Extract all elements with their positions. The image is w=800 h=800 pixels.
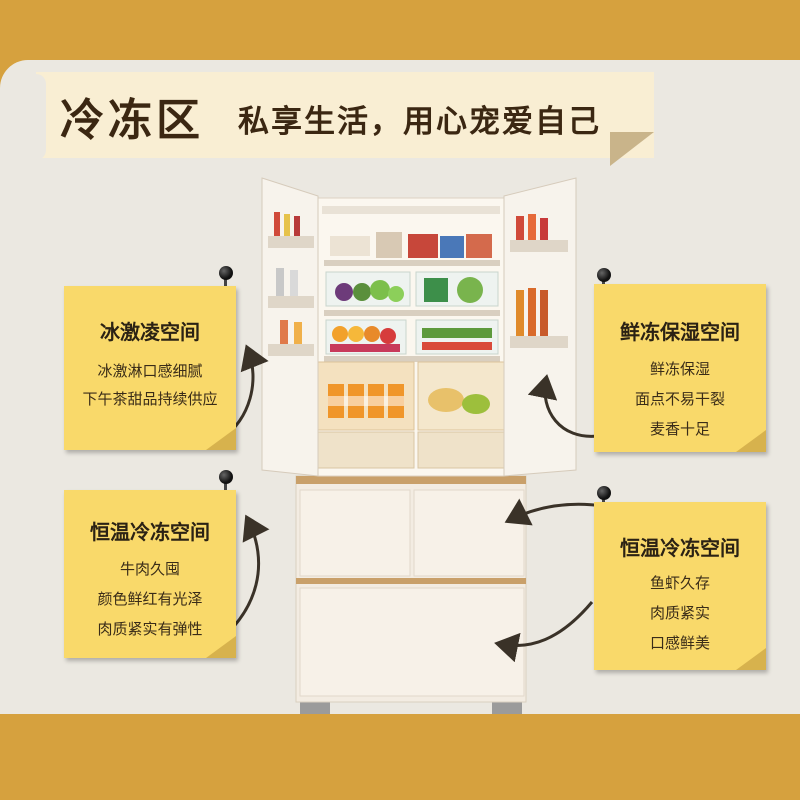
freezer-drawer-right	[413, 489, 525, 577]
juice-bottles	[328, 384, 404, 418]
fridge-foot-right	[492, 700, 522, 714]
note-line: 麦香十足	[649, 420, 710, 438]
page-title: 冷冻区	[60, 95, 204, 146]
banner-edge	[28, 74, 46, 160]
left-door	[261, 177, 319, 477]
note-line: 冰激淋口感细腻	[97, 362, 203, 380]
pin-stem	[602, 276, 605, 290]
title-banner	[36, 72, 654, 158]
fridge-top-trim	[296, 476, 526, 484]
note-title: 冰激凌空间	[100, 320, 200, 344]
pin-icon	[219, 266, 233, 280]
note-line: 颜色鲜红有光泽	[97, 590, 203, 608]
top-shelf-items	[330, 232, 492, 258]
freezer-drawer-bottom	[299, 587, 525, 697]
freezer-drawer-left	[299, 489, 411, 577]
note-ice-cream: 冰激凌空间 冰激淋口感细腻 下午茶甜品持续供应	[64, 286, 236, 450]
lower-drawer-left	[317, 431, 415, 469]
fridge-foot-left	[300, 700, 330, 714]
note-constant-temp-left: 恒温冷冻空间 牛肉久囤 颜色鲜红有光泽 肉质紧实有弹性	[64, 490, 236, 658]
note-title: 恒温冷冻空间	[90, 520, 210, 544]
page-subtitle: 私享生活，用心宠爱自己	[238, 104, 601, 140]
note-constant-temp-right: 恒温冷冻空间 鱼虾久存 肉质紧实 口感鲜美	[594, 502, 766, 670]
note-title: 鲜冻保湿空间	[620, 320, 740, 344]
note-line: 鲜冻保湿	[649, 360, 710, 378]
pin-icon	[219, 470, 233, 484]
note-line: 肉质紧实有弹性	[97, 620, 203, 638]
pin-stem	[224, 478, 227, 492]
lower-drawer-right	[417, 431, 505, 469]
pin-icon	[597, 486, 611, 500]
pin-stem	[602, 494, 605, 508]
produce-boxes-upper	[325, 271, 499, 307]
right-door-bins	[510, 214, 568, 348]
fridge-middle-trim	[296, 578, 526, 584]
note-fresh-freeze: 鲜冻保湿空间 鲜冻保湿 面点不易干裂 麦香十足	[594, 284, 766, 452]
note-line: 鱼虾久存	[649, 574, 710, 592]
left-door-bins	[268, 212, 314, 356]
note-line: 牛肉久囤	[119, 560, 180, 578]
pin-icon	[597, 268, 611, 282]
note-line: 口感鲜美	[649, 634, 710, 652]
note-line: 面点不易干裂	[634, 390, 725, 408]
produce-boxes-lower	[325, 319, 499, 355]
note-line: 肉质紧实	[649, 604, 710, 622]
note-title: 恒温冷冻空间	[620, 536, 740, 560]
note-line: 下午茶甜品持续供应	[82, 390, 218, 408]
pin-stem	[224, 274, 227, 288]
